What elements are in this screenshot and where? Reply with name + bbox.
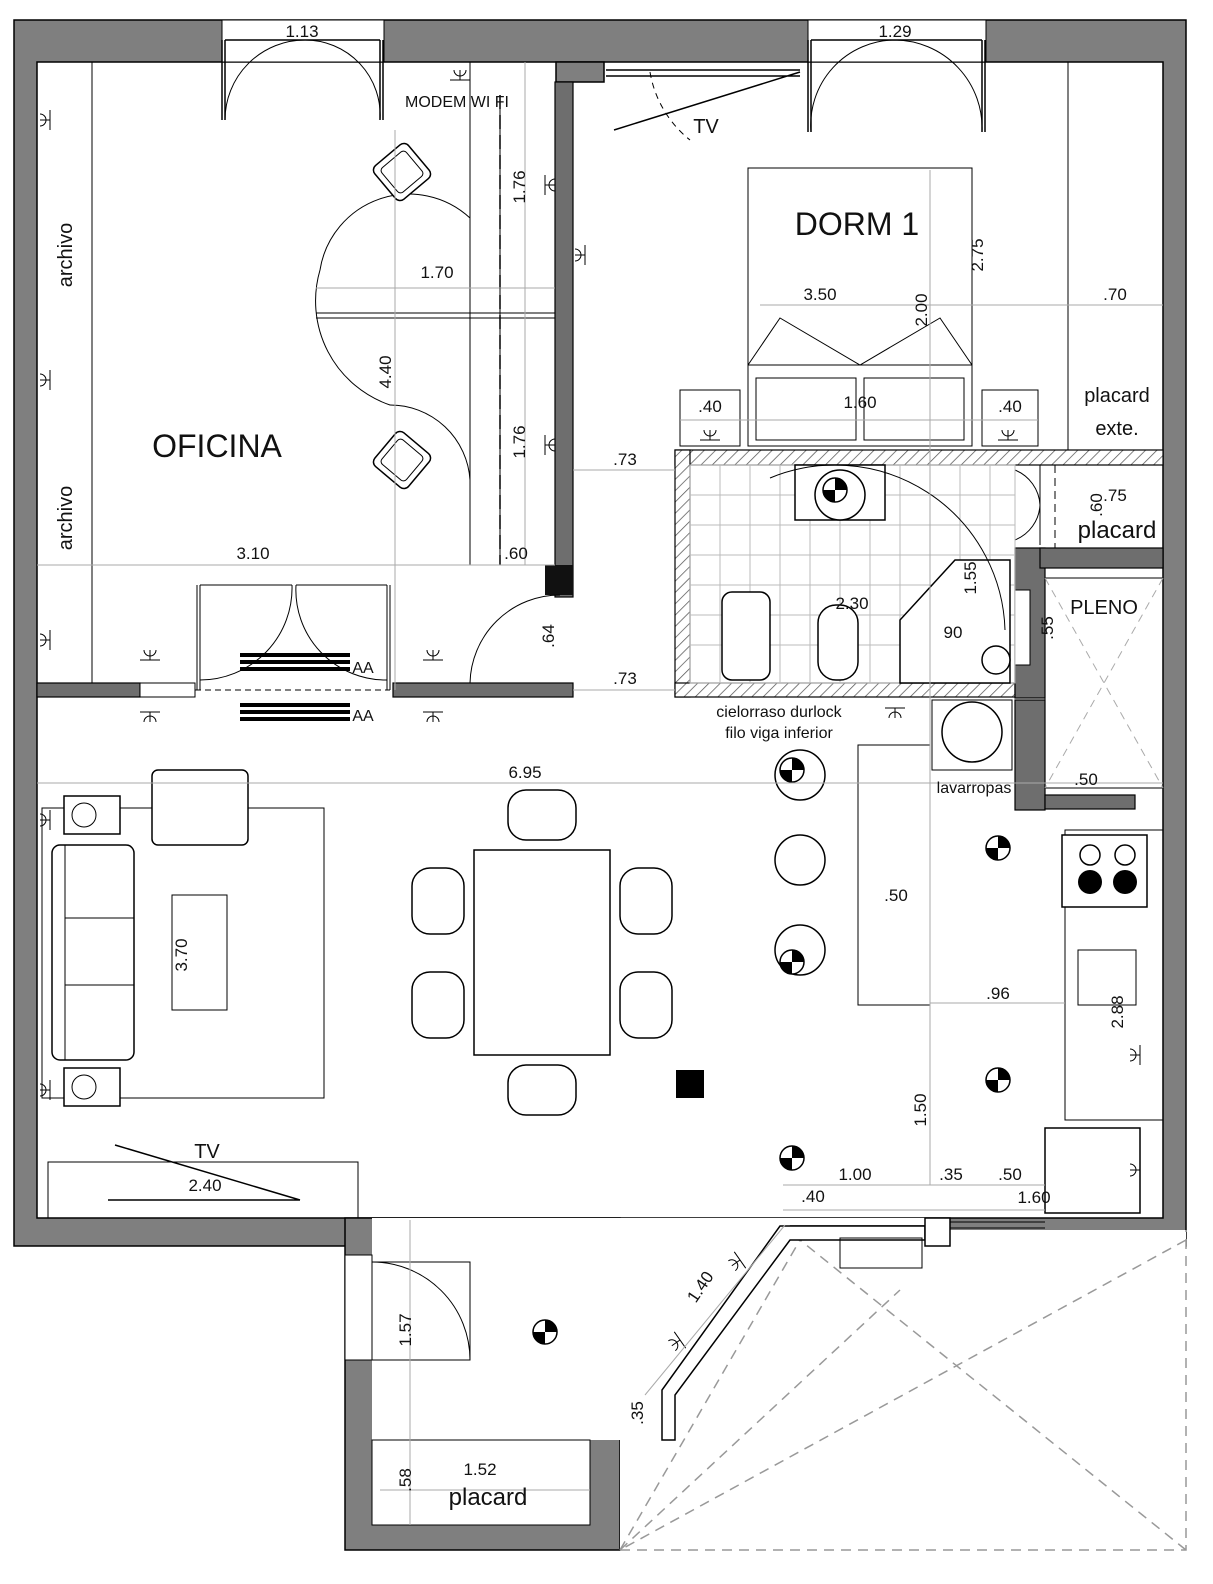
dim: 1.55 bbox=[961, 561, 980, 594]
dim: 2.88 bbox=[1108, 995, 1127, 1028]
kitchen bbox=[774, 744, 1164, 1214]
dim: 1.52 bbox=[463, 1460, 496, 1479]
dim: .40 bbox=[698, 397, 722, 416]
dim: .58 bbox=[396, 1468, 415, 1492]
dim: 1.76 bbox=[510, 425, 529, 458]
dim: .60 bbox=[1087, 493, 1106, 517]
windows-doors bbox=[196, 39, 1056, 1361]
dim: .70 bbox=[1103, 285, 1127, 304]
dimension-labels: 1.13 1.29 2.75 3.50 .70 2.00 1.76 1.70 4… bbox=[172, 22, 1127, 1492]
label-placard-ext-1: placard bbox=[1084, 385, 1150, 407]
label-tv-living: TV bbox=[194, 1141, 220, 1163]
dim: .60 bbox=[504, 544, 528, 563]
dimension-lines bbox=[37, 62, 1163, 1525]
room-label-office: OFICINA bbox=[152, 428, 282, 464]
angled-window bbox=[661, 1217, 1045, 1441]
dim: 1.57 bbox=[396, 1313, 415, 1346]
dim: .35 bbox=[628, 1401, 647, 1425]
dim: 2.75 bbox=[968, 238, 987, 271]
dim: 2.40 bbox=[188, 1176, 221, 1195]
dim: .40 bbox=[801, 1187, 825, 1206]
room-label-bedroom: DORM 1 bbox=[795, 206, 919, 242]
dim: .50 bbox=[884, 886, 908, 905]
dim: .55 bbox=[1038, 616, 1057, 640]
dim: 90 bbox=[944, 623, 963, 642]
dim: 3.10 bbox=[236, 544, 269, 563]
dim: 1.00 bbox=[838, 1165, 871, 1184]
dim: 1.50 bbox=[911, 1093, 930, 1126]
dim: 1.60 bbox=[843, 393, 876, 412]
dim: 2.30 bbox=[835, 594, 868, 613]
dim: .50 bbox=[1074, 770, 1098, 789]
dim: 1.76 bbox=[510, 170, 529, 203]
dim: 1.60 bbox=[1017, 1188, 1050, 1207]
label-placard-bottom: placard bbox=[449, 1484, 528, 1511]
dim: 3.50 bbox=[803, 285, 836, 304]
dim: 6.95 bbox=[508, 763, 541, 782]
dim: 1.13 bbox=[285, 22, 318, 41]
dim: .35 bbox=[939, 1165, 963, 1184]
label-tv-bedroom: TV bbox=[693, 116, 719, 138]
living-furniture bbox=[41, 769, 704, 1219]
dim: 1.70 bbox=[420, 263, 453, 282]
label-archivo-top: archivo bbox=[55, 223, 77, 287]
dim: .75 bbox=[1103, 486, 1127, 505]
dim: 2.00 bbox=[912, 293, 931, 326]
label-aa-bottom: AA bbox=[352, 708, 374, 725]
dim: .50 bbox=[998, 1165, 1022, 1184]
dim: .96 bbox=[986, 984, 1010, 1003]
room-labels: OFICINA DORM 1 PLENO archivo archivo pla… bbox=[55, 94, 1156, 1511]
label-placard-bath: placard bbox=[1078, 517, 1157, 544]
dim: .73 bbox=[613, 669, 637, 688]
room-label-pleno: PLENO bbox=[1070, 597, 1138, 619]
bedroom-furniture bbox=[679, 62, 1163, 450]
label-archivo-bottom: archivo bbox=[55, 486, 77, 550]
dim: .73 bbox=[613, 450, 637, 469]
bathroom bbox=[689, 464, 1016, 684]
label-ceiling-2: filo viga inferior bbox=[725, 725, 833, 742]
dim: 4.40 bbox=[376, 355, 395, 388]
label-modem: MODEM WI FI bbox=[405, 94, 509, 111]
dim: .64 bbox=[539, 624, 558, 648]
pleno-shaft bbox=[931, 577, 1164, 789]
terrace bbox=[619, 1230, 1187, 1551]
label-placard-ext-2: exte. bbox=[1095, 418, 1138, 440]
label-aa-top: AA bbox=[352, 660, 374, 677]
label-lavarropas: lavarropas bbox=[937, 780, 1012, 797]
office-furniture bbox=[91, 62, 555, 721]
dim: 3.70 bbox=[172, 938, 191, 971]
dim: 1.29 bbox=[878, 22, 911, 41]
dim: .40 bbox=[998, 397, 1022, 416]
label-ceiling-1: cielorraso durlock bbox=[716, 704, 842, 721]
